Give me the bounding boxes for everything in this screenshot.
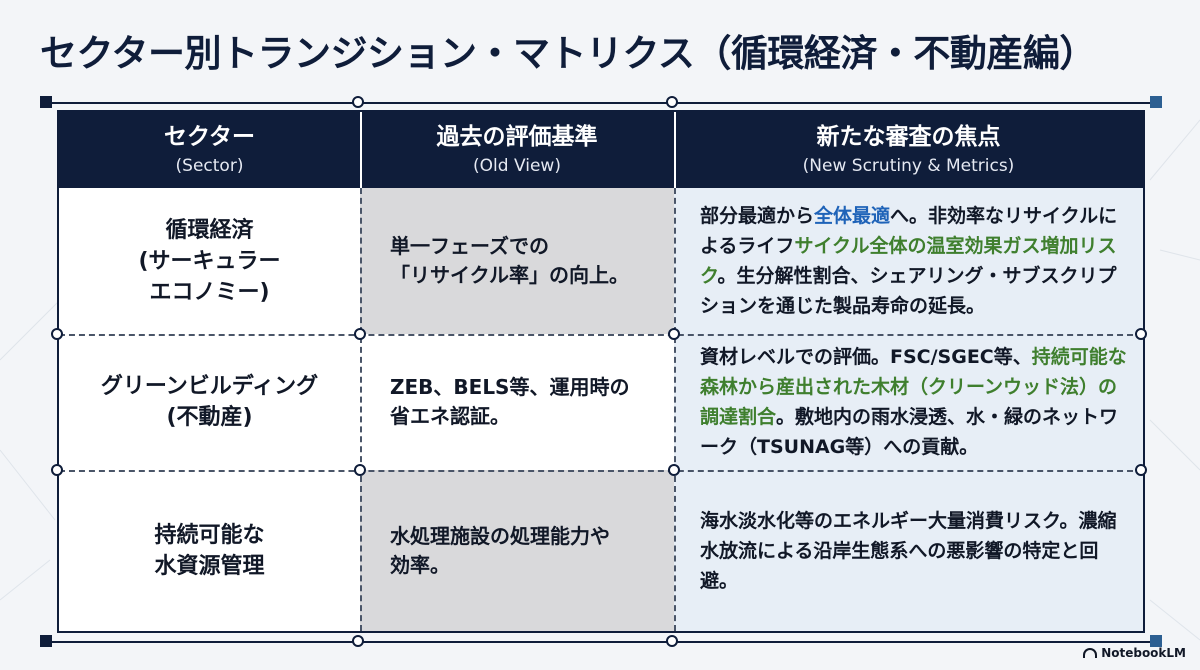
- highlight-green: サイクル全体の温室効果ガス増加リスク: [700, 235, 1117, 287]
- table-row: 循環経済 (サーキュラー エコノミー) 単一フェーズでの 「リサイクル率」の向上…: [59, 188, 1143, 334]
- header-sector: セクター (Sector): [59, 112, 360, 188]
- sector-line: (不動産): [166, 405, 253, 430]
- old-view-line: ZEB、BELS等、運用時の: [390, 375, 630, 399]
- table-row: グリーンビルディング (不動産) ZEB、BELS等、運用時の 省エネ認証。 資…: [59, 334, 1143, 470]
- notebooklm-logo-icon: [1083, 648, 1098, 658]
- old-view-line: 「リサイクル率」の向上。: [390, 263, 629, 287]
- header-divider: [360, 112, 362, 188]
- header-new-scrutiny-sub: (New Scrutiny & Metrics): [802, 156, 1015, 176]
- old-view-line: 効率。: [390, 552, 450, 577]
- grid-node: [51, 464, 63, 476]
- sector-cell: 循環経済 (サーキュラー エコノミー): [59, 188, 360, 334]
- sector-line: (サーキュラー: [138, 248, 281, 274]
- old-view-cell: 水処理施設の処理能力や 効率。: [360, 470, 674, 631]
- grid-node: [668, 328, 680, 340]
- header-old-view: 過去の評価基準 (Old View): [360, 112, 674, 188]
- grid-node: [1135, 328, 1147, 340]
- sector-line: 水資源管理: [154, 553, 265, 579]
- frame-node: [352, 96, 364, 108]
- frame-line: [45, 102, 1157, 104]
- old-view-cell: ZEB、BELS等、運用時の 省エネ認証。: [360, 334, 674, 470]
- header-sector-label: セクター: [163, 124, 256, 150]
- grid-node: [354, 328, 366, 340]
- sector-line: 持続可能な: [154, 522, 265, 548]
- frame-line: [45, 641, 1157, 643]
- table-row: 持続可能な 水資源管理 水処理施設の処理能力や 効率。 海水淡水化等のエネルギー…: [59, 470, 1143, 631]
- frame-node: [666, 96, 678, 108]
- text-segment: 。生分解性割合、シェアリング・サブスクリプションを通じた製品寿命の延長。: [700, 265, 1117, 317]
- sector-line: グリーンビルディング: [100, 374, 319, 399]
- new-scrutiny-text: 海水淡水化等のエネルギー大量消費リスク。濃縮水放流による沿岸生態系への悪影響の特…: [700, 509, 1117, 592]
- highlight-blue: 全体最適: [814, 205, 891, 227]
- transition-matrix: セクター (Sector) 過去の評価基準 (Old View) 新たな審査の焦…: [51, 110, 1147, 633]
- old-view-line: 単一フェーズでの: [390, 234, 549, 258]
- frame-node: [666, 635, 678, 647]
- badge-label: NotebookLM: [1101, 646, 1186, 660]
- sector-line: エコノミー): [149, 279, 270, 305]
- old-view-cell: 単一フェーズでの 「リサイクル率」の向上。: [360, 188, 674, 334]
- new-scrutiny-cell: 資材レベルでの評価。FSC/SGEC等、持続可能な森林から産出された木材（クリー…: [674, 334, 1143, 470]
- column-divider: [360, 188, 362, 631]
- frame-corner: [1150, 635, 1162, 647]
- old-view-line: 省エネ認証。: [390, 404, 510, 428]
- text-segment: 資材レベルでの評価。FSC/SGEC等、: [700, 346, 1032, 368]
- header-sector-sub: (Sector): [175, 156, 244, 176]
- highlight-green: 持続可能な森林から産出された木材（クリーンウッド法）の調達割合: [700, 346, 1127, 428]
- grid-node: [668, 464, 680, 476]
- header-old-view-label: 過去の評価基準: [436, 124, 598, 150]
- sector-line: 循環経済: [165, 217, 254, 243]
- new-scrutiny-cell: 海水淡水化等のエネルギー大量消費リスク。濃縮水放流による沿岸生態系への悪影響の特…: [674, 470, 1143, 631]
- grid-node: [51, 328, 63, 340]
- frame-corner: [40, 96, 52, 108]
- grid-node: [354, 464, 366, 476]
- header-old-view-sub: (Old View): [473, 156, 561, 176]
- row-divider: [59, 470, 1143, 472]
- notebooklm-badge: NotebookLM: [1083, 646, 1186, 660]
- header-divider: [674, 112, 676, 188]
- new-scrutiny-text: 部分最適から全体最適へ。非効率なリサイクルによるライフサイクル全体の温室効果ガス…: [700, 201, 1129, 321]
- new-scrutiny-cell: 部分最適から全体最適へ。非効率なリサイクルによるライフサイクル全体の温室効果ガス…: [674, 188, 1143, 334]
- header-new-scrutiny-label: 新たな審査の焦点: [816, 124, 1001, 150]
- column-divider: [674, 188, 676, 631]
- sector-cell: 持続可能な 水資源管理: [59, 470, 360, 631]
- new-scrutiny-text: 資材レベルでの評価。FSC/SGEC等、持続可能な森林から産出された木材（クリー…: [700, 342, 1129, 462]
- page-title: セクター別トランジション・マトリクス（循環経済・不動産編）: [40, 32, 1096, 75]
- table-header: セクター (Sector) 過去の評価基準 (Old View) 新たな審査の焦…: [59, 112, 1143, 188]
- frame-corner: [40, 635, 52, 647]
- frame-node: [352, 635, 364, 647]
- header-new-scrutiny: 新たな審査の焦点 (New Scrutiny & Metrics): [674, 112, 1143, 188]
- sector-cell: グリーンビルディング (不動産): [59, 334, 360, 470]
- old-view-line: 水処理施設の処理能力や: [390, 523, 610, 548]
- text-segment: へ。非効率なリサイクルによるライフ: [700, 205, 1118, 257]
- frame-corner: [1150, 96, 1162, 108]
- grid-node: [1135, 464, 1147, 476]
- text-segment: 部分最適から: [700, 205, 815, 227]
- row-divider: [59, 334, 1143, 336]
- text-segment: 。敷地内の雨水浸透、水・緑のネットワーク（TSUNAG等）への貢献。: [700, 406, 1119, 458]
